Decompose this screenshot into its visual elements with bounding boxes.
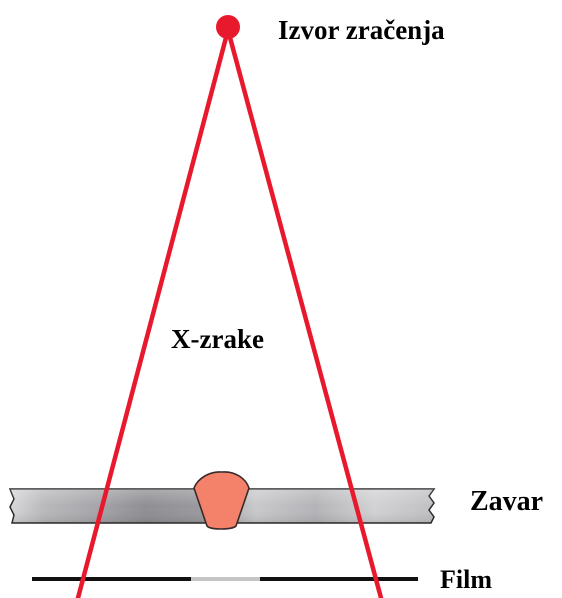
beam-left-edge <box>75 27 231 598</box>
beam-right-edge <box>225 27 384 598</box>
beam-label: X-zrake <box>171 324 264 354</box>
weld-bead <box>193 471 250 530</box>
film-label: Film <box>440 565 492 594</box>
weld-label: Zavar <box>470 486 543 517</box>
x-ray-beam <box>75 27 384 598</box>
radiation-source-dot <box>216 15 240 39</box>
source-label: Izvor zračenja <box>278 15 445 45</box>
welded-plate <box>8 471 436 530</box>
